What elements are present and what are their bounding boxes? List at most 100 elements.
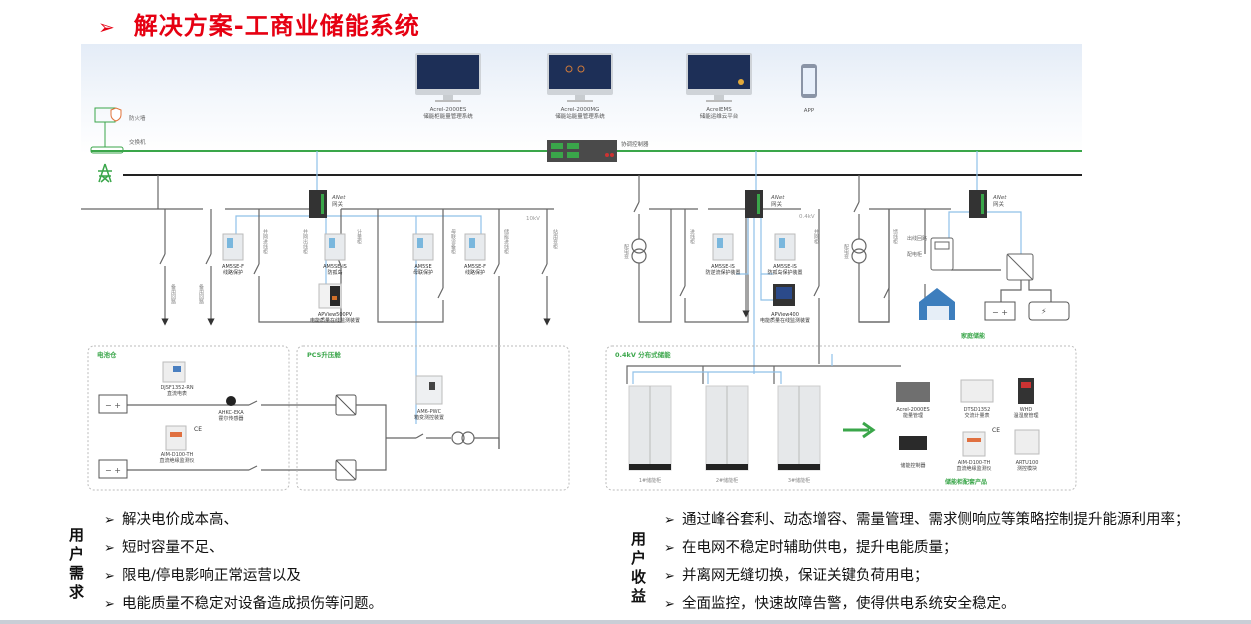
device-desc: 直流绝缘监测仪 bbox=[159, 457, 194, 464]
feeder-label: 储能进线柜 bbox=[503, 228, 509, 255]
label-char: 益 bbox=[631, 587, 647, 605]
label-char: 用 bbox=[69, 526, 85, 544]
lv-devices: AM5SE-IS 防逆流保护装置 AM5SE-IS 防孤岛保护装置 APView… bbox=[705, 233, 810, 324]
storage-cabinet bbox=[628, 385, 672, 471]
distribution-cabinet-icon bbox=[930, 237, 954, 271]
coordinator-controller bbox=[547, 140, 617, 162]
list-item: ➢ 解决电价成本高、 bbox=[104, 506, 383, 534]
feeder-label: 进线柜 bbox=[689, 228, 695, 245]
device-name: AM5SE-IS bbox=[323, 264, 347, 270]
pcs-bay-frame bbox=[296, 345, 570, 491]
gateway-desc: 网关 bbox=[993, 200, 1005, 208]
product-desc: 能量管理 bbox=[903, 412, 923, 419]
label-char: 需 bbox=[69, 564, 85, 582]
bullet-arrow-icon: ➢ bbox=[664, 569, 675, 584]
platform-monitor-1: Acrel-2000ES 储能柜能量管理系统 bbox=[415, 53, 481, 120]
storage-cabinet bbox=[777, 385, 821, 471]
svg-text:− +: − + bbox=[992, 308, 1008, 317]
gateway-name: ANet bbox=[331, 195, 346, 201]
product-desc: 温湿度管理 bbox=[1013, 412, 1038, 419]
home-storage-title: 家庭储能 bbox=[961, 332, 985, 340]
item-text: 在电网不稳定时辅助供电，提升电能质量； bbox=[682, 540, 958, 556]
arrow-bullet-icon: ➢ bbox=[98, 15, 116, 39]
label-char: 户 bbox=[631, 549, 647, 567]
device-name: AM6-PWC bbox=[417, 409, 442, 415]
product-desc: 交流计量表 bbox=[964, 412, 989, 419]
battery-bay-title: 电池仓 bbox=[97, 350, 117, 359]
arrow-right-icon bbox=[843, 421, 876, 439]
device-name: AM5SE bbox=[414, 264, 431, 270]
product-name: AIM-D100-TH bbox=[958, 460, 991, 466]
title-text: 解决方案-工商业储能系统 bbox=[133, 12, 420, 40]
firewall-icon bbox=[94, 107, 122, 123]
grid-tower-icon bbox=[98, 163, 112, 183]
cabinet-label: 3#储能柜 bbox=[788, 477, 810, 484]
bullet-arrow-icon: ➢ bbox=[104, 513, 115, 528]
gateway-home: ANet 网关 bbox=[969, 190, 1007, 218]
item-text: 通过峰谷套利、动态增容、需量管理、需求侧响应等策略控制提升能源利用率； bbox=[682, 512, 1190, 528]
bullet-arrow-icon: ➢ bbox=[664, 597, 675, 612]
platform-desc: 储能柜能量管理系统 bbox=[423, 112, 473, 120]
label-char: 用 bbox=[631, 530, 647, 548]
needs-list: ➢解决电价成本高、 ➢短时容量不足、 ➢限电/停电影响正常运营以及 ➢电能质量不… bbox=[104, 506, 383, 618]
device-desc: 母联保护 bbox=[413, 269, 433, 276]
firewall-label: 防火墙 bbox=[129, 114, 146, 122]
platform-name: Acrel-2000ES bbox=[430, 107, 467, 113]
app-phone-icon: APP bbox=[801, 64, 817, 114]
platform-desc: 储能站能量管理系统 bbox=[555, 112, 605, 120]
feeder-label: 母联设备柜 bbox=[450, 229, 456, 255]
gateway-name: ANet bbox=[992, 195, 1007, 201]
platform-monitor-2: Acrel-2000MG 储能站能量管理系统 bbox=[547, 53, 613, 120]
transformer-label: 配电变 bbox=[843, 244, 849, 260]
bullet-arrow-icon: ➢ bbox=[104, 541, 115, 556]
product-desc: 测控模块 bbox=[1017, 465, 1037, 472]
cabinet-label: 1#储能柜 bbox=[639, 477, 661, 484]
device-name: AM5SE-IS bbox=[773, 264, 797, 270]
device-desc: 电能质量在线监测装置 bbox=[760, 317, 810, 324]
page-title: ➢ 解决方案-工商业储能系统 bbox=[98, 6, 420, 41]
bullet-arrow-icon: ➢ bbox=[104, 569, 115, 584]
bullet-arrow-icon: ➢ bbox=[664, 513, 675, 528]
pcs-converter-icon bbox=[335, 394, 357, 416]
dc-meter bbox=[162, 361, 186, 383]
item-text: 电能质量不稳定对设备造成损伤等问题。 bbox=[122, 596, 383, 612]
hv-feeder-labels: 备用回路 备用回路 并网进线柜 并网出线柜 计量柜 母联设备柜 储能进线柜 站用… bbox=[170, 228, 558, 305]
device-desc: 直流电表 bbox=[167, 390, 187, 397]
feeder-label: 站用变柜 bbox=[552, 228, 558, 250]
device-desc: 霍尔传感器 bbox=[218, 415, 243, 422]
feeder-label: 计量柜 bbox=[356, 228, 362, 245]
label-char: 收 bbox=[631, 568, 647, 586]
device-desc: 线路保护 bbox=[223, 269, 243, 276]
app-label: APP bbox=[804, 108, 815, 114]
bullet-arrow-icon: ➢ bbox=[664, 541, 675, 556]
benefits-label: 用 户 收 益 bbox=[631, 530, 649, 606]
gateway-lv: ANet 网关 bbox=[745, 190, 785, 218]
ce-mark: CE bbox=[992, 427, 1000, 434]
device-name: DJSF1352-RN bbox=[160, 385, 193, 391]
device-name: APView400 bbox=[771, 312, 799, 318]
switch-label: 交换机 bbox=[129, 138, 146, 146]
battery-icon: − + bbox=[98, 394, 128, 414]
device-name: AIM-D100-TH bbox=[161, 452, 194, 458]
product-name: DTSD1352 bbox=[964, 407, 991, 413]
label-char: 户 bbox=[69, 545, 85, 563]
platform-monitor-3: AcrelEMS 储能运维云平台 bbox=[686, 53, 752, 120]
platform-name: AcrelEMS bbox=[706, 107, 732, 113]
product-items: Acrel-2000ES 能量管理 DTSD1352 交流计量表 WHD 温湿度… bbox=[896, 378, 1040, 472]
svg-text:− +: − + bbox=[105, 466, 121, 475]
distributed-title: 0.4kV 分布式储能 bbox=[615, 350, 671, 359]
svg-text:− +: − + bbox=[105, 401, 121, 410]
battery-icon: − + bbox=[98, 459, 128, 479]
product-name: WHD bbox=[1020, 407, 1033, 413]
inverter-icon bbox=[1006, 253, 1034, 281]
device-desc: 线路保护 bbox=[465, 269, 485, 276]
list-item: ➢限电/停电影响正常运营以及 bbox=[104, 562, 383, 590]
lv-voltage-label: 0.4kV bbox=[799, 214, 815, 220]
bullet-arrow-icon: ➢ bbox=[104, 597, 115, 612]
feeder-label: 并网柜 bbox=[813, 228, 819, 245]
heat-pump-icon: ⚡ bbox=[1028, 301, 1070, 321]
item-text: 解决电价成本高、 bbox=[122, 512, 238, 528]
product-name: Acrel-2000ES bbox=[896, 407, 929, 413]
insulation-monitor bbox=[165, 425, 187, 451]
gateway-name: ANet bbox=[770, 195, 785, 201]
